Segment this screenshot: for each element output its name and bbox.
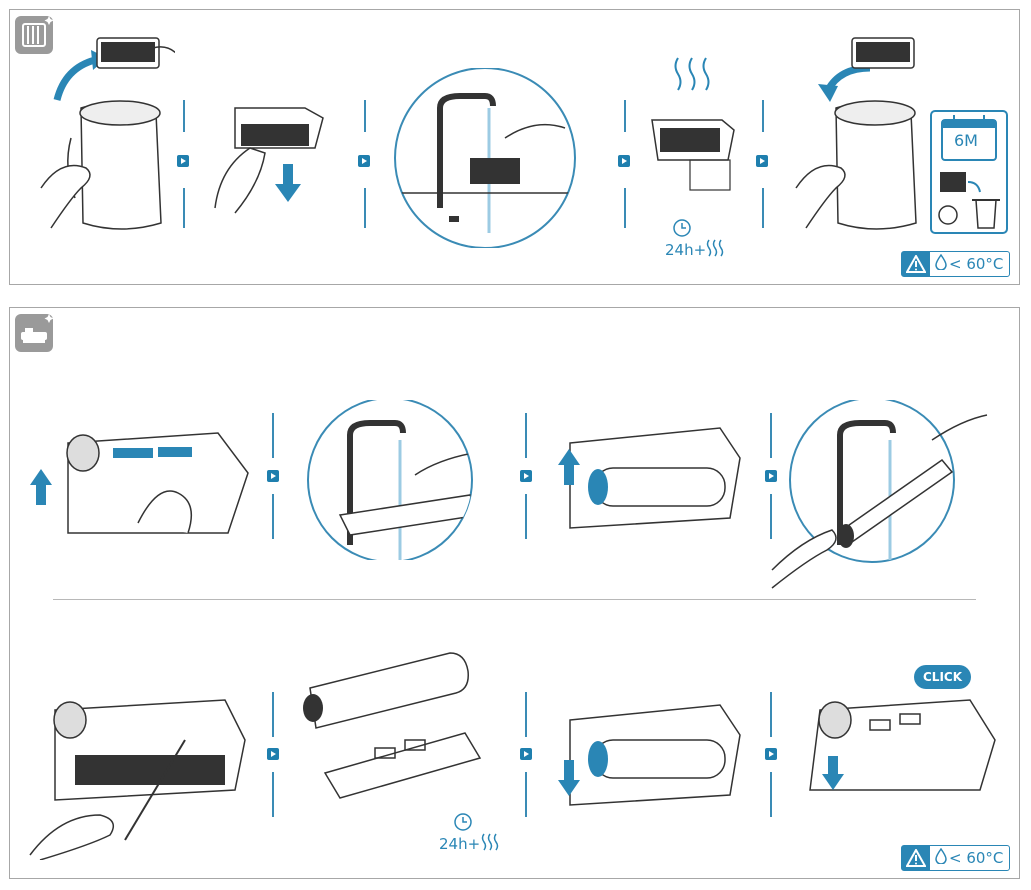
dry-filter-illustration xyxy=(651,57,735,191)
brush-clean-icon xyxy=(15,312,57,356)
step-arrow-icon xyxy=(520,748,532,760)
step-arrow-icon xyxy=(756,155,768,167)
step-separator xyxy=(272,772,274,817)
clock-icon xyxy=(453,812,473,836)
dry-time-label: 24h+ xyxy=(665,241,707,259)
step-separator xyxy=(525,413,527,458)
step-separator xyxy=(364,188,366,228)
step-arrow-icon xyxy=(765,748,777,760)
dry-roller-illustration xyxy=(303,652,482,799)
temperature-badge: < 60°C xyxy=(901,845,1011,871)
reinsert-filter-illustration xyxy=(795,37,917,230)
water-drop-icon xyxy=(935,253,947,274)
clock-icon xyxy=(672,218,692,242)
step-separator xyxy=(762,100,764,132)
steam-icon xyxy=(480,832,502,856)
tap-filter-illustration xyxy=(214,107,324,214)
remove-roller-illustration xyxy=(558,427,741,529)
step-arrow-icon xyxy=(520,470,532,482)
step-separator xyxy=(272,494,274,539)
remove-filter-illustration xyxy=(40,37,175,230)
replace-filter-box xyxy=(930,110,1008,238)
temperature-label: < 60°C xyxy=(949,849,1004,867)
rinse-cover-illustration xyxy=(307,400,473,560)
step-separator xyxy=(525,692,527,737)
step-separator xyxy=(762,188,764,228)
step-separator xyxy=(770,772,772,817)
step-separator xyxy=(272,692,274,737)
step-separator xyxy=(624,100,626,132)
temperature-badge: < 60°C xyxy=(901,251,1011,277)
step-arrow-icon xyxy=(177,155,189,167)
rinse-filter-illustration xyxy=(394,68,576,248)
filter-clean-icon xyxy=(15,14,57,58)
step-separator xyxy=(525,494,527,539)
unlock-cover-illustration xyxy=(30,432,249,534)
steam-icon xyxy=(705,238,727,262)
warning-icon xyxy=(902,252,930,276)
step-separator xyxy=(770,494,772,539)
step-separator xyxy=(525,772,527,817)
brush-cleaning-panel: 24h+ CLICK < 60°C xyxy=(9,307,1020,879)
dry-time-label: 24h+ xyxy=(439,835,481,853)
calendar-label: 6M xyxy=(954,131,978,150)
step-arrow-icon xyxy=(358,155,370,167)
step-arrow-icon xyxy=(765,470,777,482)
rinse-roller-illustration xyxy=(771,400,988,589)
step-separator xyxy=(183,100,185,132)
step-separator xyxy=(272,413,274,458)
close-cover-illustration xyxy=(809,699,996,791)
step-separator xyxy=(770,692,772,737)
step-separator xyxy=(364,100,366,132)
click-label: CLICK xyxy=(914,665,972,689)
filter-cleaning-panel: 24h+ 6M xyxy=(9,9,1020,285)
step-arrow-icon xyxy=(267,748,279,760)
step-separator xyxy=(770,413,772,458)
step-arrow-icon xyxy=(267,470,279,482)
water-drop-icon xyxy=(935,847,947,868)
step-arrow-icon xyxy=(618,155,630,167)
row-divider xyxy=(53,599,976,600)
temperature-label: < 60°C xyxy=(949,255,1004,273)
insert-roller-illustration xyxy=(558,704,741,806)
clean-housing-illustration xyxy=(29,699,246,860)
warning-icon xyxy=(902,846,930,870)
step-separator xyxy=(624,188,626,228)
step-separator xyxy=(183,188,185,228)
